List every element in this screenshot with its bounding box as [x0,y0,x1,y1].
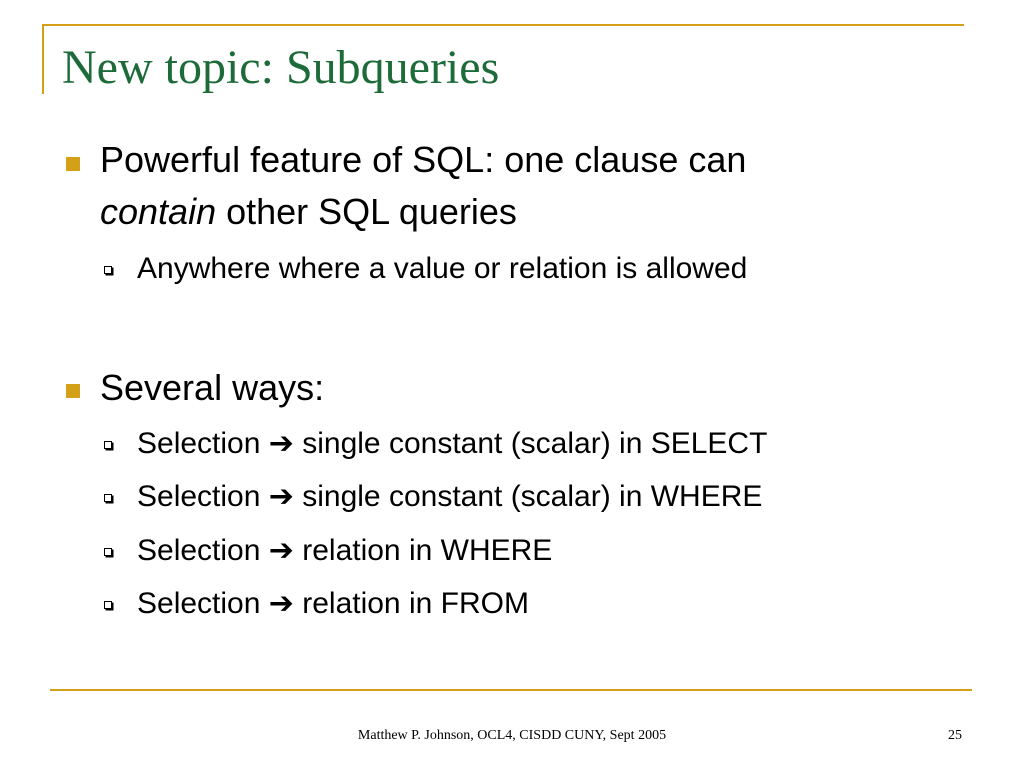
arrow-right-icon: ➔ [268,479,294,514]
slide-title: New topic: Subqueries [62,41,500,94]
bullet-2-sub-4: Selection ➔ relation in FROM [137,586,529,621]
bullet-1-line-1: Powerful feature of SQL: one clause can [100,139,747,180]
bullet-1-emphasis: contain [100,191,217,232]
sub-bullet-marker-icon [104,266,112,274]
bullet-2-sub-2: Selection ➔ single constant (scalar) in … [137,479,763,514]
bullet-marker-icon [66,157,80,171]
bullet-2-sub-1: Selection ➔ single constant (scalar) in … [137,426,768,461]
arrow-right-icon: ➔ [268,426,294,461]
page-number: 25 [948,728,962,743]
sub-bullet-marker-icon [104,494,112,502]
frame-left-rule [42,24,44,94]
sub-bullet-marker-icon [104,441,112,449]
bullet-2: Several ways: [100,367,325,408]
frame-top-rule [42,24,964,26]
sub-bullet-marker-icon [104,601,112,609]
bullet-1-line-2-rest: other SQL queries [216,191,517,232]
footer-credit: Matthew P. Johnson, OCL4, CISDD CUNY, Se… [357,728,667,743]
bullet-2-sub-3: Selection ➔ relation in WHERE [137,533,553,568]
arrow-right-icon: ➔ [268,586,294,621]
bullet-1-line-2: contain other SQL queries [100,190,517,234]
sub-bullet-marker-icon [104,548,112,556]
bullet-marker-icon [66,384,80,398]
bullet-1-sub-1: Anywhere where a value or relation is al… [137,252,748,285]
footer-rule [50,689,972,691]
arrow-right-icon: ➔ [268,533,294,568]
